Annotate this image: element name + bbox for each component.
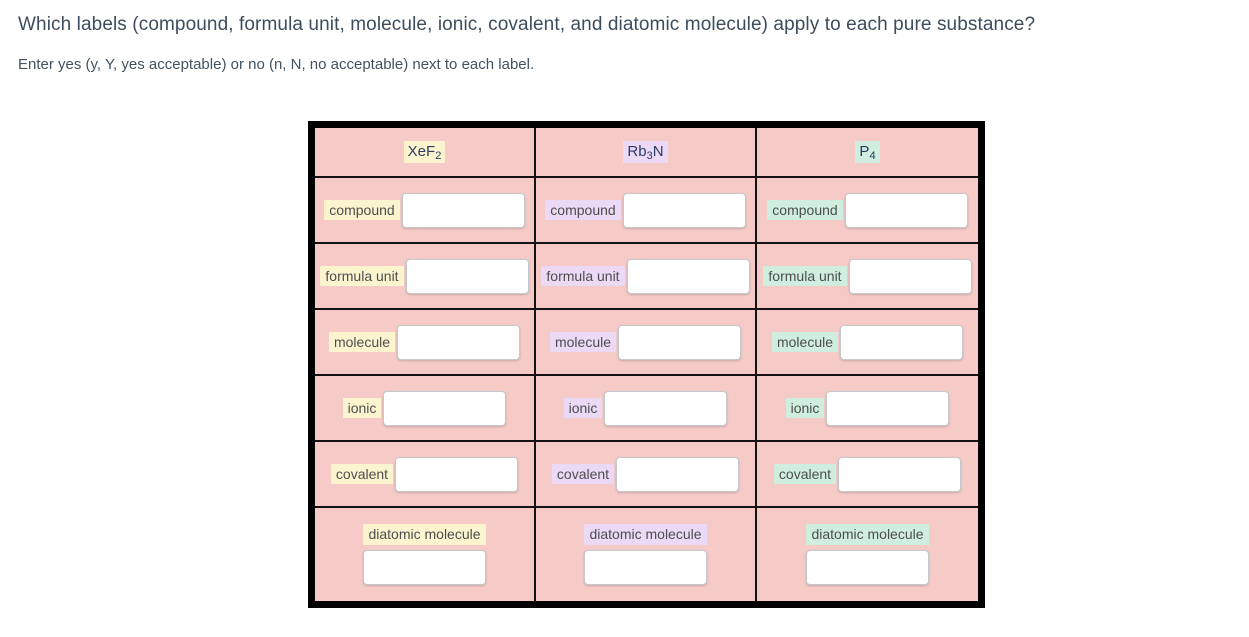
- cell-xef2-compound: compound: [315, 178, 536, 244]
- label-p4-diatomic-molecule: diatomic molecule: [806, 524, 929, 545]
- input-rb3n-diatomic-molecule[interactable]: [584, 549, 707, 585]
- input-xef2-covalent[interactable]: [395, 456, 519, 492]
- input-xef2-ionic[interactable]: [383, 390, 507, 426]
- cell-p4-ionic: ionic: [757, 376, 978, 442]
- input-p4-ionic[interactable]: [826, 390, 950, 426]
- cell-p4-compound: compound: [757, 178, 978, 244]
- label-p4-formula-unit: formula unit: [763, 265, 847, 287]
- label-rb3n-covalent: covalent: [551, 463, 615, 485]
- cell-xef2-molecule: molecule: [315, 310, 536, 376]
- label-xef2-diatomic-molecule: diatomic molecule: [363, 524, 486, 545]
- cell-rb3n-molecule: molecule: [536, 310, 757, 376]
- page-title: Which labels (compound, formula unit, mo…: [18, 14, 1036, 35]
- cell-p4-diatomic-molecule: diatomic molecule: [757, 508, 978, 601]
- input-rb3n-formula-unit[interactable]: [626, 258, 750, 294]
- label-xef2-formula-unit: formula unit: [320, 265, 404, 287]
- input-rb3n-ionic[interactable]: [604, 390, 728, 426]
- input-rb3n-covalent[interactable]: [616, 456, 740, 492]
- substance-labels-table: XeF2 Rb3N P4 compound compound compound formul…: [308, 121, 985, 608]
- label-xef2-covalent: covalent: [330, 463, 394, 485]
- label-rb3n-molecule: molecule: [549, 331, 617, 353]
- header-cell-p4: P4: [757, 128, 978, 178]
- label-rb3n-compound: compound: [545, 199, 621, 221]
- label-xef2-compound: compound: [324, 199, 400, 221]
- input-xef2-formula-unit[interactable]: [405, 258, 529, 294]
- question-page: Which labels (compound, formula unit, mo…: [0, 14, 1249, 637]
- page-instructions: Enter yes (y, Y, yes acceptable) or no (…: [18, 56, 535, 73]
- input-p4-covalent[interactable]: [838, 456, 962, 492]
- input-rb3n-molecule[interactable]: [618, 324, 742, 360]
- cell-rb3n-compound: compound: [536, 178, 757, 244]
- label-xef2-molecule: molecule: [328, 331, 396, 353]
- label-p4-ionic: ionic: [785, 397, 825, 419]
- label-rb3n-ionic: ionic: [563, 397, 603, 419]
- label-xef2-ionic: ionic: [342, 397, 382, 419]
- cell-p4-formula-unit: formula unit: [757, 244, 978, 310]
- label-p4-molecule: molecule: [771, 331, 839, 353]
- input-p4-molecule[interactable]: [840, 324, 964, 360]
- cell-xef2-ionic: ionic: [315, 376, 536, 442]
- cell-p4-molecule: molecule: [757, 310, 978, 376]
- input-p4-formula-unit[interactable]: [848, 258, 972, 294]
- cell-rb3n-ionic: ionic: [536, 376, 757, 442]
- cell-rb3n-formula-unit: formula unit: [536, 244, 757, 310]
- input-xef2-compound[interactable]: [401, 192, 525, 228]
- cell-p4-covalent: covalent: [757, 442, 978, 508]
- cell-xef2-diatomic-molecule: diatomic molecule: [315, 508, 536, 601]
- input-p4-compound[interactable]: [844, 192, 968, 228]
- input-rb3n-compound[interactable]: [622, 192, 746, 228]
- column-formula-xef2: XeF2: [403, 141, 446, 163]
- label-p4-covalent: covalent: [773, 463, 837, 485]
- cell-rb3n-covalent: covalent: [536, 442, 757, 508]
- label-rb3n-formula-unit: formula unit: [541, 265, 625, 287]
- cell-xef2-formula-unit: formula unit: [315, 244, 536, 310]
- cell-xef2-covalent: covalent: [315, 442, 536, 508]
- input-xef2-diatomic-molecule[interactable]: [363, 549, 486, 585]
- column-formula-p4: P4: [855, 141, 880, 163]
- header-cell-rb3n: Rb3N: [536, 128, 757, 178]
- cell-rb3n-diatomic-molecule: diatomic molecule: [536, 508, 757, 601]
- label-p4-compound: compound: [767, 199, 843, 221]
- input-xef2-molecule[interactable]: [397, 324, 521, 360]
- column-formula-rb3n: Rb3N: [623, 141, 668, 163]
- input-p4-diatomic-molecule[interactable]: [806, 549, 929, 585]
- header-cell-xef2: XeF2: [315, 128, 536, 178]
- label-rb3n-diatomic-molecule: diatomic molecule: [584, 524, 707, 545]
